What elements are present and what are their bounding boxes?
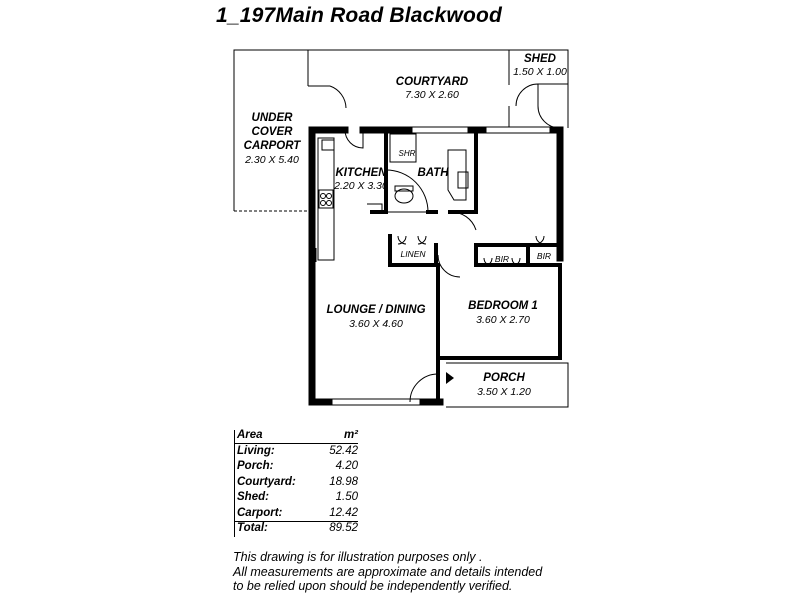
window-bedroom [485, 126, 551, 134]
courtyard-boundary [233, 49, 569, 211]
interior-walls [370, 128, 562, 404]
bir-label-2: BIR [537, 251, 551, 261]
carport-label-3: CARPORT [244, 140, 302, 152]
area-row-label: Porch: [237, 460, 274, 472]
area-row: Porch: 4.20 [234, 459, 358, 475]
area-row-value: 18.98 [329, 475, 358, 488]
shed-dims: 1.50 X 1.00 [513, 66, 567, 78]
lounge-dims: 3.60 X 4.60 [349, 318, 403, 330]
vanity [447, 149, 467, 201]
bedroom-walls [436, 263, 562, 360]
area-row-label: Courtyard: [237, 475, 296, 488]
area-header-unit: m² [343, 429, 358, 441]
area-row-value: 4.20 [335, 460, 358, 472]
linen-label: LINEN [400, 249, 426, 259]
area-row-label: Carport: [237, 506, 283, 519]
disclaimer-line: to be relied upon should be independentl… [233, 579, 513, 593]
window-bath [411, 126, 469, 134]
area-table: Area m² Living: 52.42 Porch: 4.20 Courty… [234, 428, 358, 537]
doors [307, 50, 568, 403]
area-header-label: Area [237, 429, 263, 441]
bath-door-arc [385, 169, 429, 213]
area-row: Shed: 1.50 [234, 490, 358, 506]
area-total-row: Total: 89.52 [234, 521, 358, 537]
kitchen-bench [317, 137, 335, 261]
linen-door-right [417, 235, 427, 245]
bedroom-dims: 3.60 X 2.70 [476, 314, 530, 326]
fixtures [315, 133, 469, 262]
carport-label-1: UNDER [252, 112, 294, 124]
lounge-label: LOUNGE / DINING [326, 304, 425, 316]
bir1-door-b [511, 257, 521, 267]
hall-step [367, 203, 383, 212]
front-door [409, 373, 439, 403]
carport-label-2: COVER [252, 126, 294, 138]
plan-title: 1_197Main Road Blackwood [216, 4, 503, 27]
thin-boundaries [233, 49, 569, 408]
area-table-rule [234, 430, 235, 537]
area-row: Carport: 12.42 [234, 506, 358, 522]
bed-door-arc [449, 211, 477, 231]
windows [331, 126, 551, 406]
courtyard-gate [537, 105, 561, 129]
area-row-value: 52.42 [329, 444, 358, 457]
bedroom-door-arc [437, 254, 461, 278]
bath-label: BATH [417, 167, 449, 179]
area-total-label: Total: [237, 522, 268, 534]
courtyard-label: COURTYARD [396, 76, 468, 88]
area-total-value: 89.52 [329, 522, 358, 534]
shed-door [515, 83, 539, 107]
disclaimer-line: All measurements are approximate and det… [233, 564, 543, 579]
shed-label: SHED [524, 53, 556, 65]
porch-dims: 3.50 X 1.20 [477, 386, 531, 398]
shower-label: SHR [399, 149, 416, 158]
entry-arrow [446, 372, 454, 384]
area-row-label: Living: [237, 444, 275, 457]
area-row: Living: 52.42 [234, 444, 358, 460]
bir-label-1: BIR [495, 254, 509, 264]
bedroom-label: BEDROOM 1 [468, 300, 538, 312]
linen-door-left [397, 235, 407, 245]
disclaimer: This drawing is for illustration purpose… [233, 550, 542, 594]
porch-boundary [446, 362, 569, 408]
area-table-header: Area m² [234, 428, 358, 444]
kitchen-label: KITCHEN [335, 167, 387, 179]
kitchen-dims: 2.20 X 3.30 [333, 180, 388, 192]
room-labels: COURTYARD 7.30 X 2.60 SHED 1.50 X 1.00 U… [244, 53, 567, 398]
cooktop [318, 189, 334, 209]
area-row: Courtyard: 18.98 [234, 475, 358, 491]
toilet-cistern [394, 185, 414, 192]
toilet-bowl [394, 188, 414, 204]
area-total-divider [234, 521, 358, 522]
shower [389, 133, 417, 163]
area-header-divider [234, 443, 358, 444]
courtyard-door-swing [329, 85, 347, 109]
window-lounge [331, 398, 421, 406]
kitchen-door [344, 129, 364, 149]
courtyard-dims: 7.30 X 2.60 [405, 89, 459, 101]
kitchen-sink [321, 139, 335, 151]
bir1-door [483, 257, 493, 267]
area-row-value: 1.50 [335, 491, 358, 503]
carport-dims: 2.30 X 5.40 [244, 154, 299, 166]
basin [457, 171, 469, 189]
area-row-label: Shed: [237, 491, 269, 503]
area-row-value: 12.42 [329, 506, 358, 519]
linen-wall [388, 234, 438, 267]
disclaimer-line: This drawing is for illustration purpose… [233, 550, 483, 564]
bir2-door [535, 235, 545, 245]
porch-label: PORCH [483, 372, 525, 384]
courtyard-corner [307, 50, 330, 87]
